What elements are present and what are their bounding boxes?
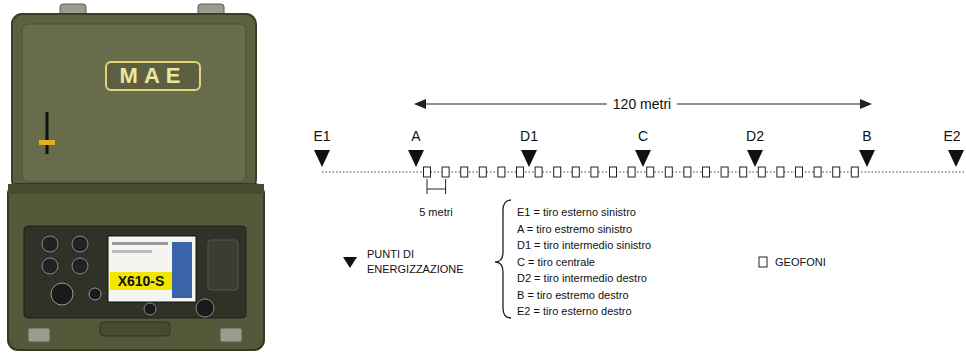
geophone-symbol [796, 167, 803, 177]
geophone-symbol [479, 167, 486, 177]
legend-triangle-symbol [342, 254, 358, 270]
profile-line [322, 172, 964, 173]
shot-point-label: D2 [746, 128, 764, 144]
legend-text: PUNTI DI ENERGIZZAZIONE [367, 247, 479, 277]
geophone-array [424, 167, 859, 177]
model-text: X610-S [118, 273, 165, 289]
geophone-symbol [740, 167, 747, 177]
geophone-symbol [461, 167, 468, 177]
legend-text: GEOFONI [775, 255, 826, 270]
shot-description: E1 = tiro esterno sinistro [517, 206, 636, 219]
shot-triangle [635, 150, 651, 167]
geophone-symbol [814, 167, 821, 177]
geophone-symbol [721, 167, 728, 177]
dimension-label: 120 metri [607, 96, 677, 112]
geophone-symbol [442, 167, 449, 177]
shot-triangle [408, 150, 424, 167]
shot-triangle [314, 150, 330, 167]
geophone-symbol [572, 167, 579, 177]
geophone-symbol [758, 167, 765, 177]
geophone-symbol [517, 167, 524, 177]
geophone-symbol [628, 167, 635, 177]
geophone-symbol [833, 167, 840, 177]
geophone-symbol [591, 167, 598, 177]
geophone-symbol [535, 167, 542, 177]
shot-triangle [859, 150, 875, 167]
shot-point-label: D1 [520, 128, 538, 144]
legend-square-symbol [755, 254, 771, 270]
geophone-symbol [777, 167, 784, 177]
geophone-symbol [665, 167, 672, 177]
shot-description: D1 = tiro intermedio sinistro [517, 239, 651, 252]
geophone-symbol [851, 167, 858, 177]
geophone-symbol [647, 167, 654, 177]
shot-point-label: C [638, 128, 648, 144]
shot-point-label: E2 [943, 128, 960, 144]
seismograph-case [8, 4, 264, 350]
spacing-label: 5 metri [419, 206, 453, 219]
shot-description: E2 = tiro esterno destro [517, 305, 632, 318]
shot-triangle [948, 150, 964, 167]
brace [495, 200, 511, 318]
geophone-symbol [703, 167, 710, 177]
shot-description: C = tiro centrale [517, 255, 595, 268]
spacing-bracket [427, 179, 446, 194]
shot-point-label: B [862, 128, 871, 144]
shot-description: D2 = tiro intermedio destro [517, 272, 647, 285]
shot-triangle [747, 150, 763, 167]
geophone-symbol [424, 167, 431, 177]
shot-point-label: A [411, 128, 420, 144]
geophone-symbol [684, 167, 691, 177]
logo-text: MAE [120, 63, 187, 88]
shot-description: A = tiro estremo sinistro [517, 222, 632, 235]
geophone-symbol [610, 167, 617, 177]
shot-point-label: E1 [313, 128, 330, 144]
geophone-symbol [498, 167, 505, 177]
geophone-symbol [554, 167, 561, 177]
shot-triangle [521, 150, 537, 167]
shot-description: B = tiro estremo destro [517, 288, 629, 301]
shot-points [314, 150, 964, 167]
